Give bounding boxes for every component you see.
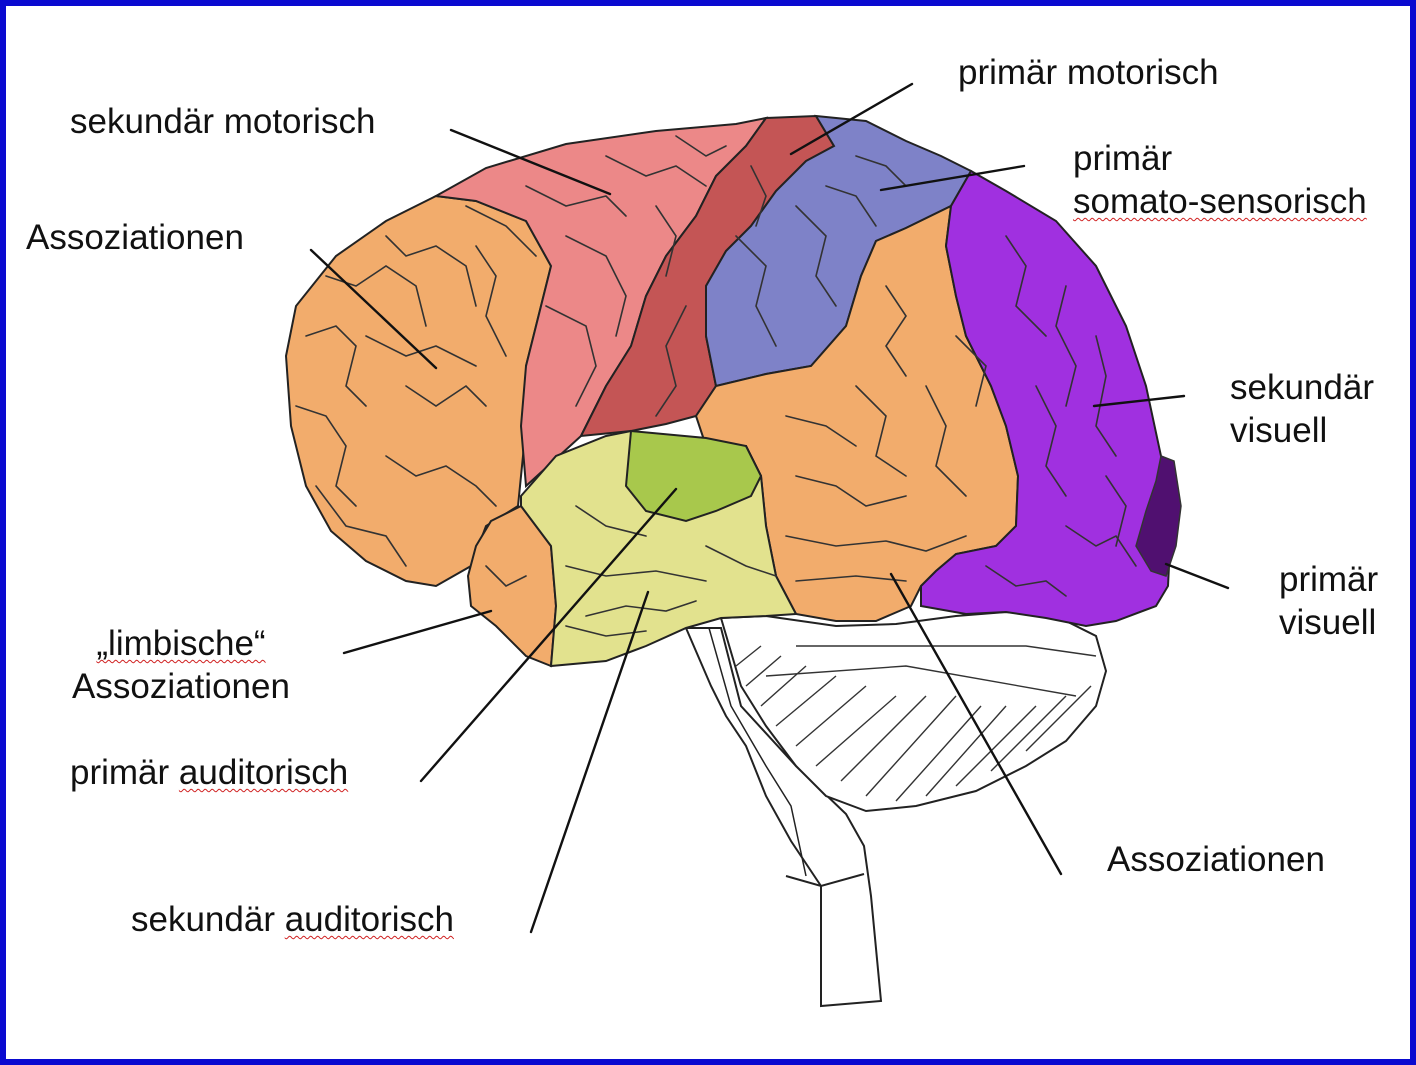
label-part: sekundär <box>131 900 275 939</box>
label-sekundaer-auditorisch: sekundär auditorisch <box>131 898 454 941</box>
label-sekundaer-visuell: sekundär visuell <box>1230 366 1374 452</box>
label-line: sekundär <box>1230 366 1374 409</box>
label-primaer-motorisch: primär motorisch <box>958 51 1219 94</box>
label-line: visuell <box>1230 409 1374 452</box>
label-assoziationen-temporal: Assoziationen <box>1107 838 1325 881</box>
leader-primaer-visuell <box>1166 564 1228 588</box>
label-limbische-assoziationen: „limbische“ Assoziationen <box>56 622 306 708</box>
leader-limbische <box>344 611 491 653</box>
label-part: auditorisch <box>285 900 454 939</box>
label-primaer-visuell: primär visuell <box>1279 558 1378 644</box>
label-line: Assoziationen <box>56 665 306 708</box>
label-line: visuell <box>1279 601 1378 644</box>
label-assoziationen-frontal: Assoziationen <box>26 216 244 259</box>
label-primaer-auditorisch: primär auditorisch <box>70 751 348 794</box>
label-primaer-somato-sensorisch: primär somato-sensorisch <box>1073 137 1367 223</box>
label-line: primär <box>1279 558 1378 601</box>
label-part: auditorisch <box>179 753 348 792</box>
slide: sekundär motorisch primär motorisch prim… <box>6 6 1410 1059</box>
label-sekundaer-motorisch: sekundär motorisch <box>70 100 375 143</box>
label-line: primär <box>1073 137 1367 180</box>
label-line: „limbische“ <box>56 622 306 665</box>
label-line: somato-sensorisch <box>1073 180 1367 223</box>
label-part: primär <box>70 753 169 792</box>
